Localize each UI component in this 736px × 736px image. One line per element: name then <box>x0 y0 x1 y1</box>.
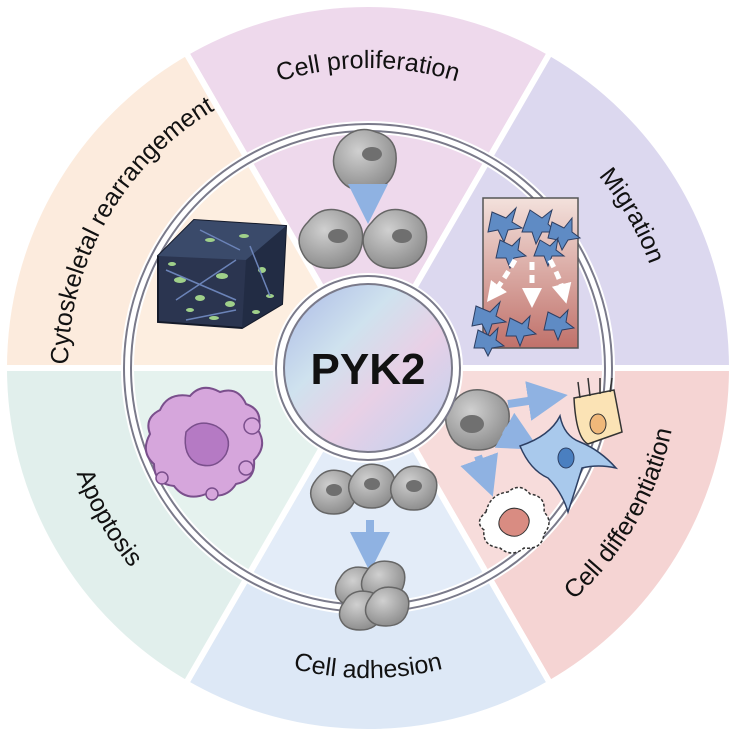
proliferation-illustration <box>298 128 428 269</box>
cell-icon <box>389 465 438 511</box>
cell-icon <box>332 128 397 192</box>
epithelial-cell-icon <box>573 377 623 445</box>
apoptotic-body-icon <box>243 417 261 435</box>
cell-icon <box>298 208 364 269</box>
migration-illustration <box>471 197 582 358</box>
cell-icon <box>362 208 428 269</box>
neuron-cell-icon <box>518 413 619 515</box>
migrating-cell-icon <box>473 326 506 358</box>
migration-arrow-icon <box>487 258 518 303</box>
adhered-cells-icon <box>334 560 410 631</box>
differentiation-illustration <box>445 377 623 554</box>
dendritic-cell-icon <box>478 486 550 554</box>
adhesion-illustration <box>309 463 438 631</box>
migrating-cell-icon <box>505 314 538 348</box>
center-label: PYK2 <box>311 345 426 394</box>
apoptotic-body-icon <box>155 471 169 485</box>
migrating-cell-icon <box>543 308 576 342</box>
stem-cell-icon <box>445 389 510 451</box>
cell-icon <box>347 463 396 509</box>
center-circle <box>283 283 453 453</box>
apoptotic-body-icon <box>238 460 254 476</box>
migrating-cell-icon <box>547 216 582 252</box>
migration-arrow-icon <box>547 258 572 304</box>
migrating-cell-icon <box>487 206 524 244</box>
migrating-cell-icon <box>471 300 508 338</box>
cell-icon <box>309 469 358 515</box>
migrating-cell-icon <box>495 236 528 270</box>
apoptotic-body-icon <box>205 487 219 501</box>
differentiation-arrow-icon <box>507 381 568 421</box>
cytoskeleton-illustration <box>157 218 288 330</box>
differentiation-arrow-icon <box>460 452 498 497</box>
apoptosis-illustration <box>144 386 264 501</box>
fragmented-nucleus-icon <box>184 422 230 467</box>
migrating-cell-icon <box>533 236 566 268</box>
differentiation-arrow-icon <box>494 412 540 450</box>
